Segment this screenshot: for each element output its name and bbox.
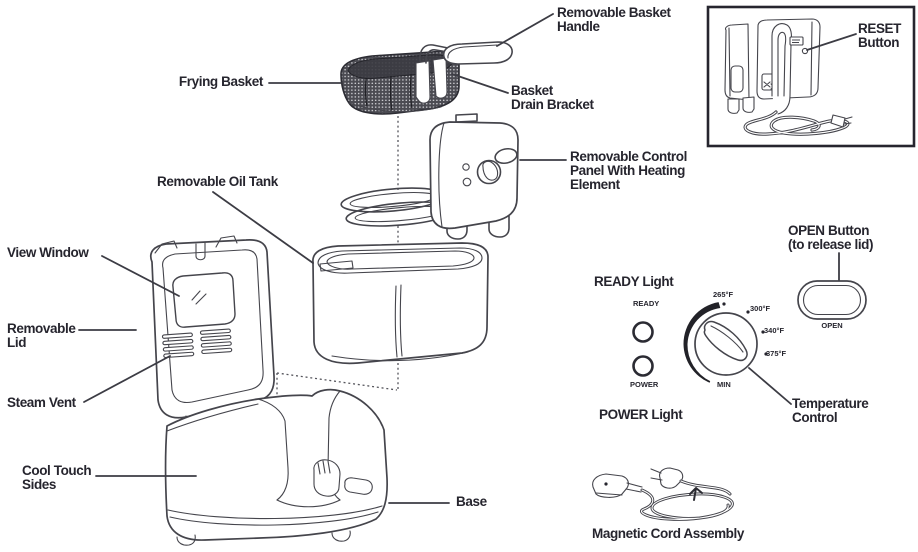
label-base: Base bbox=[456, 494, 487, 509]
base-drawing bbox=[164, 388, 388, 546]
power-indicator-text: POWER bbox=[630, 380, 659, 389]
latch-icon bbox=[313, 459, 341, 497]
panel-ready-light-icon bbox=[462, 177, 472, 187]
ready-indicator-text: READY bbox=[633, 299, 660, 308]
dial-temp-340: 340°F bbox=[764, 326, 785, 335]
label-steam-vent: Steam Vent bbox=[7, 395, 76, 410]
label-view-window: View Window bbox=[7, 245, 89, 260]
dial-temp-265: 265°F bbox=[713, 290, 734, 299]
ready-light-icon bbox=[632, 321, 654, 343]
label-cool-touch-sides: Cool Touch Sides bbox=[22, 463, 92, 492]
label-removable-control-panel: Removable Control Panel With Heating Ele… bbox=[570, 149, 687, 192]
open-button-text: OPEN bbox=[821, 321, 843, 330]
power-light-icon bbox=[632, 355, 654, 377]
control-panel-drawing bbox=[340, 113, 519, 240]
label-removable-oil-tank: Removable Oil Tank bbox=[157, 174, 278, 189]
drain-bracket-drawing bbox=[415, 57, 448, 104]
label-reset-button: RESET Button bbox=[858, 21, 902, 50]
open-button-icon bbox=[797, 280, 867, 320]
label-open-button: OPEN Button (to release lid) bbox=[788, 223, 874, 252]
label-removable-lid: Removable Lid bbox=[7, 321, 76, 350]
open-button-drawing bbox=[797, 280, 867, 320]
dial-temp-300: 300°F bbox=[750, 304, 771, 313]
steam-vent-icon bbox=[161, 328, 233, 359]
oil-tank-drawing bbox=[312, 242, 489, 365]
dial-temp-375: 375°F bbox=[766, 349, 787, 358]
reset-inset bbox=[706, 5, 916, 148]
reset-micro-label bbox=[789, 36, 804, 46]
view-window-icon bbox=[172, 272, 236, 328]
cord-assembly-drawing bbox=[592, 467, 734, 521]
basket-handle-drawing bbox=[419, 41, 513, 65]
label-basket-drain-bracket: Basket Drain Bracket bbox=[511, 83, 594, 112]
assembly-guide-lines bbox=[276, 116, 399, 413]
indicator-lights-drawing bbox=[632, 321, 654, 377]
label-power-light: POWER Light bbox=[599, 407, 683, 422]
dial-knob bbox=[703, 320, 748, 362]
label-removable-basket-handle: Removable Basket Handle bbox=[557, 5, 671, 34]
label-magnetic-cord-assembly: Magnetic Cord Assembly bbox=[592, 526, 744, 541]
label-ready-light: READY Light bbox=[594, 274, 674, 289]
label-temperature-control: Temperature Control bbox=[792, 396, 869, 425]
dial-min-text: MIN bbox=[717, 380, 731, 389]
panel-open-button-icon bbox=[494, 147, 518, 165]
lid-drawing bbox=[149, 235, 275, 439]
label-frying-basket: Frying Basket bbox=[178, 74, 263, 89]
temperature-dial-drawing bbox=[683, 302, 768, 383]
leader-lines bbox=[78, 13, 857, 504]
dial-arc bbox=[683, 302, 721, 383]
panel-power-light-icon bbox=[462, 163, 470, 171]
